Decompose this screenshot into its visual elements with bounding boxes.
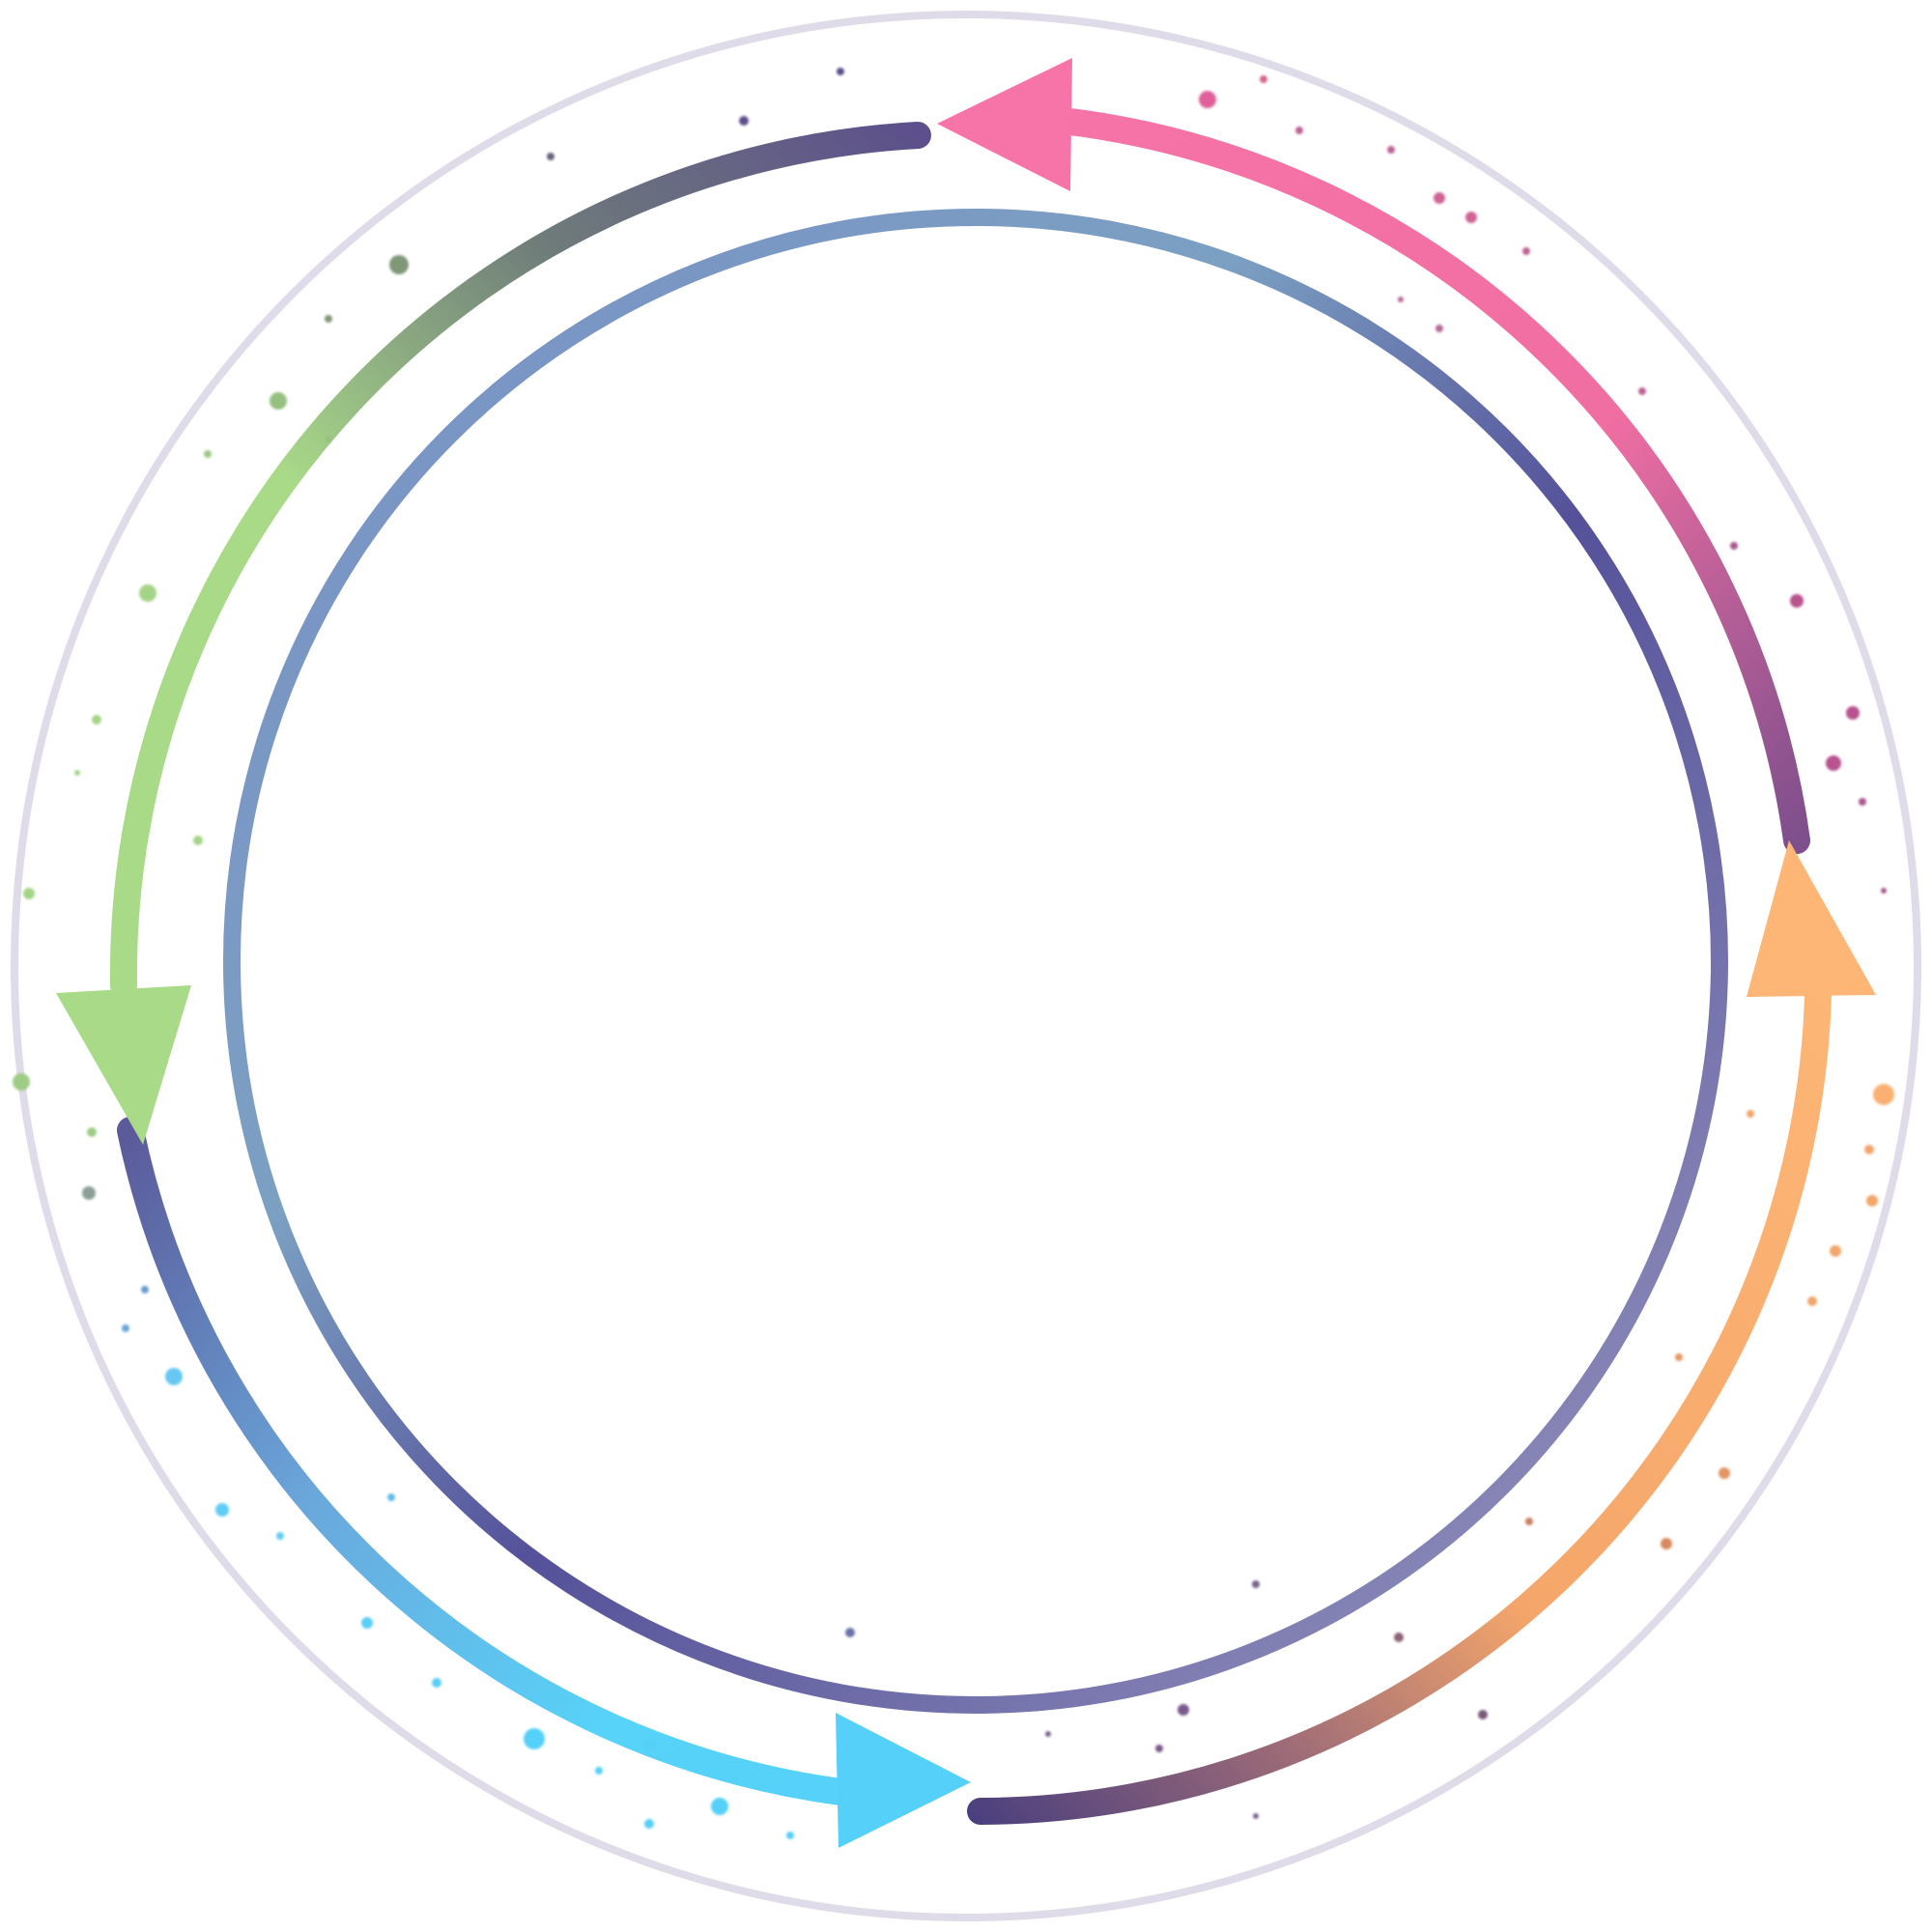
green-arrow: [56, 122, 931, 1145]
pink-arrow: [937, 58, 1810, 854]
pink-arrowhead: [937, 58, 1072, 191]
decorative-dots: [13, 68, 1894, 1839]
green-arrowhead: [56, 985, 191, 1145]
orange-arrow: [967, 840, 1876, 1825]
blue-arrowhead: [836, 1713, 971, 1848]
outer-ring: [11, 11, 1921, 1921]
orange-arrowhead: [1747, 840, 1876, 997]
inner-ring: [223, 209, 1728, 1714]
blue-arrow: [117, 1117, 971, 1848]
